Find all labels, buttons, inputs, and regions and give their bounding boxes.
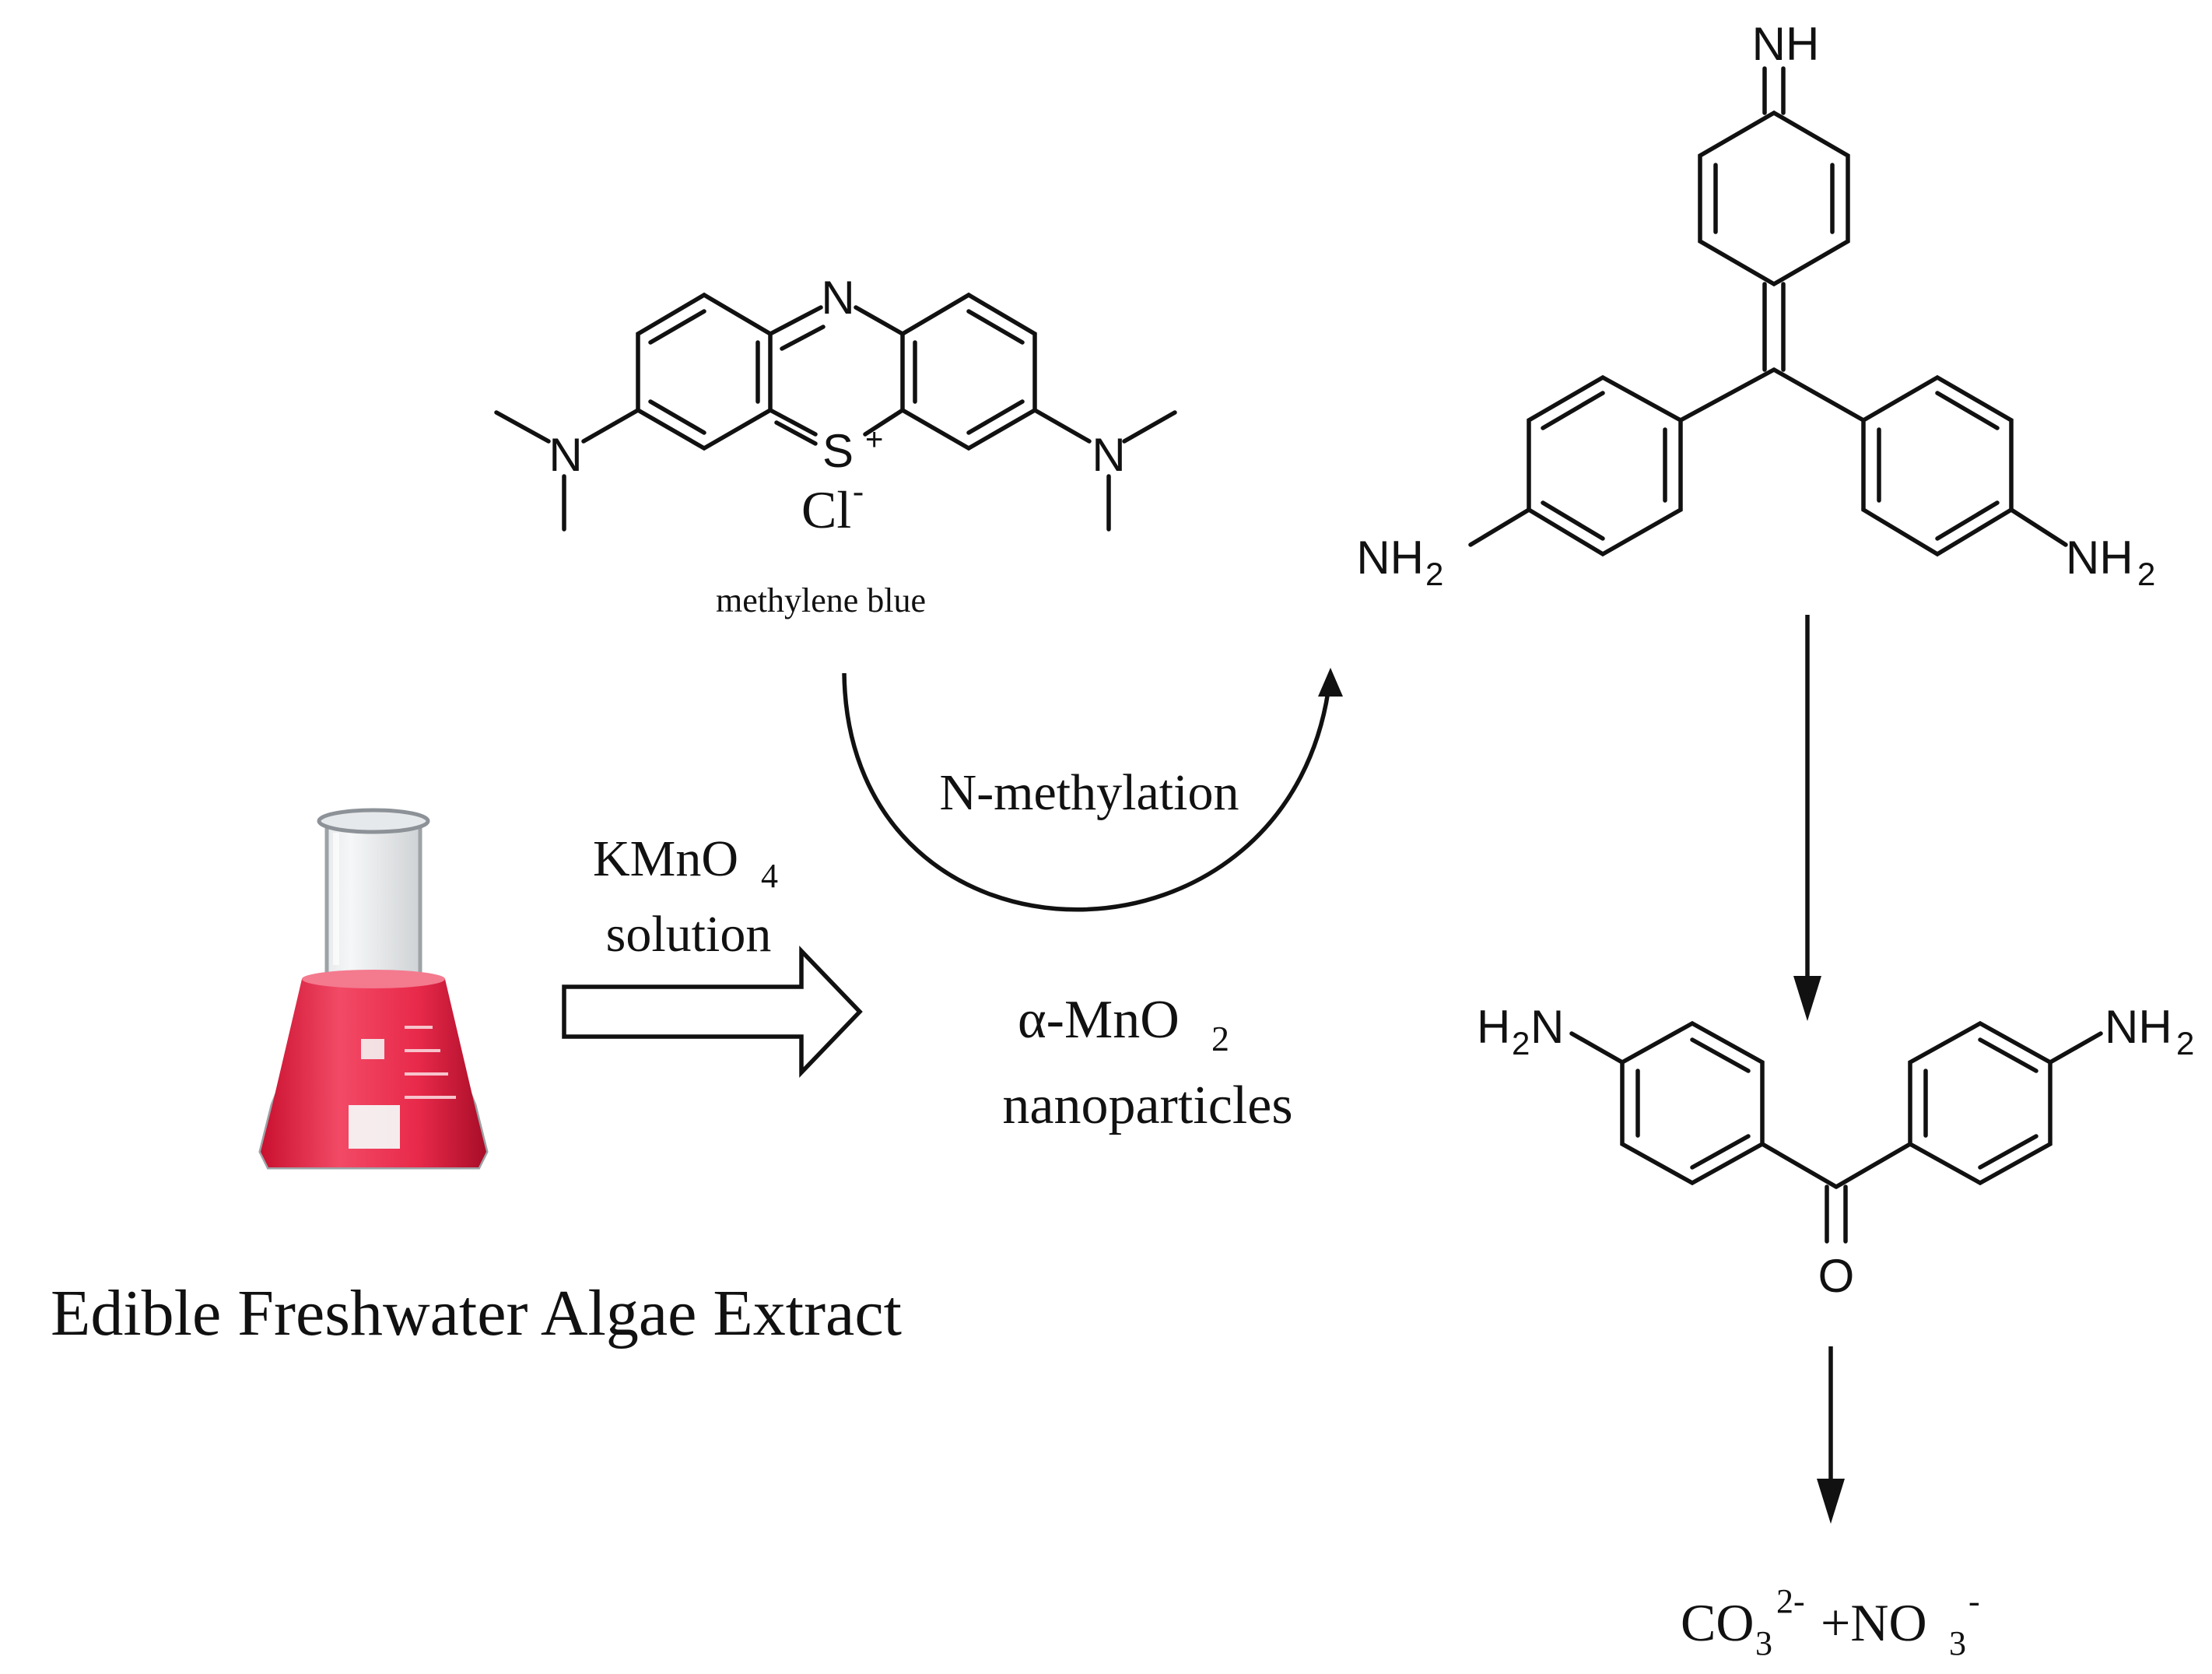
methylene-blue-name: methylene blue <box>716 581 926 619</box>
left-amine-h-subscript: 2 <box>1512 1025 1530 1062</box>
degradation-arrowhead-2 <box>1817 1479 1845 1524</box>
final-products: CO 3 2- +NO 3 - <box>1681 1582 1980 1662</box>
n-methylation-arrow: N-methylation <box>842 668 1343 912</box>
reagent-kmno4: KMnO <box>593 830 738 887</box>
catalyst-mno2: α-MnO <box>1018 990 1180 1050</box>
sulfur-label: S <box>822 425 854 477</box>
left-amine-subscript: 2 <box>1425 556 1443 592</box>
hollow-reaction-arrow <box>562 946 863 1078</box>
right-amine-label: NH <box>2066 532 2133 584</box>
nitrate-label: +NO <box>1821 1593 1927 1652</box>
nitrate-subscript: 3 <box>1949 1624 1966 1662</box>
left-amine-n: N <box>1530 1001 1564 1053</box>
carbonate-superscript: 2- <box>1776 1582 1805 1620</box>
algae-extract-label: Edible Freshwater Algae Extract <box>51 1277 902 1349</box>
reagent-kmno4-subscript: 4 <box>761 857 778 895</box>
methylene-blue-structure: N S + N N Cl - methylene blue <box>494 272 1177 619</box>
catalyst-mno2-subscript: 2 <box>1211 1019 1229 1058</box>
left-amine-nitrogen: N <box>549 429 582 481</box>
carbonate-label: CO <box>1681 1593 1754 1652</box>
carbonyl-oxygen: O <box>1818 1250 1855 1302</box>
sulfur-charge: + <box>865 423 883 457</box>
left-amine-h: H <box>1477 1001 1510 1053</box>
reagent-solution: solution <box>606 906 772 963</box>
diaminobenzophenone-structure: H 2 N NH 2 O <box>1477 1001 2194 1302</box>
chloride-label: Cl <box>801 480 851 539</box>
imine-label: NH <box>1752 18 1820 70</box>
chloride-charge: - <box>853 474 864 510</box>
intermediate-structure: NH NH 2 NH 2 <box>1356 18 2155 592</box>
right-amine-label: NH <box>2105 1001 2172 1053</box>
carbonate-subscript: 3 <box>1755 1624 1772 1662</box>
erlenmeyer-flask-icon <box>258 808 489 1170</box>
right-amine-subscript: 2 <box>2176 1025 2194 1062</box>
catalyst-nanoparticles: nanoparticles <box>1002 1076 1292 1135</box>
right-amine-subscript: 2 <box>2137 556 2155 592</box>
ring-nitrogen-label: N <box>821 272 854 324</box>
nitrate-superscript: - <box>1968 1582 1980 1620</box>
n-methylation-label: N-methylation <box>940 764 1239 821</box>
left-amine-label: NH <box>1356 532 1424 584</box>
degradation-arrowhead-1 <box>1793 976 1821 1021</box>
right-amine-nitrogen: N <box>1092 429 1125 481</box>
